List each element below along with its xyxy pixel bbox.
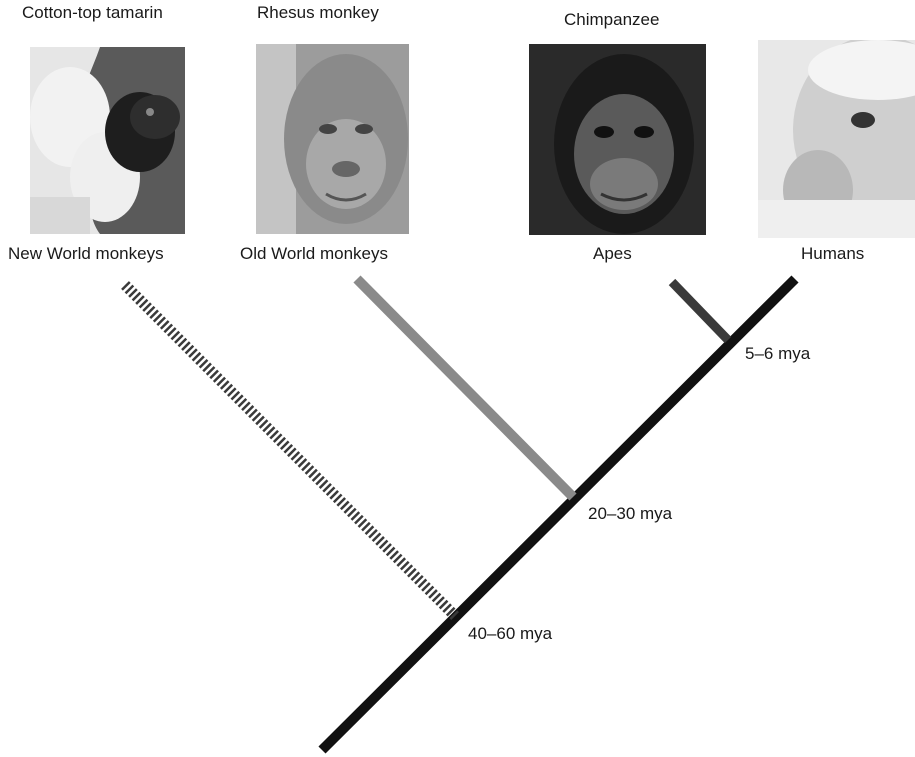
old-world-branch (357, 279, 573, 497)
trunk-branch (322, 279, 795, 750)
apes-branch (672, 282, 728, 340)
divergence-label-old-world: 20–30 mya (588, 504, 672, 524)
divergence-label-apes-humans: 5–6 mya (745, 344, 810, 364)
divergence-label-new-world: 40–60 mya (468, 624, 552, 644)
